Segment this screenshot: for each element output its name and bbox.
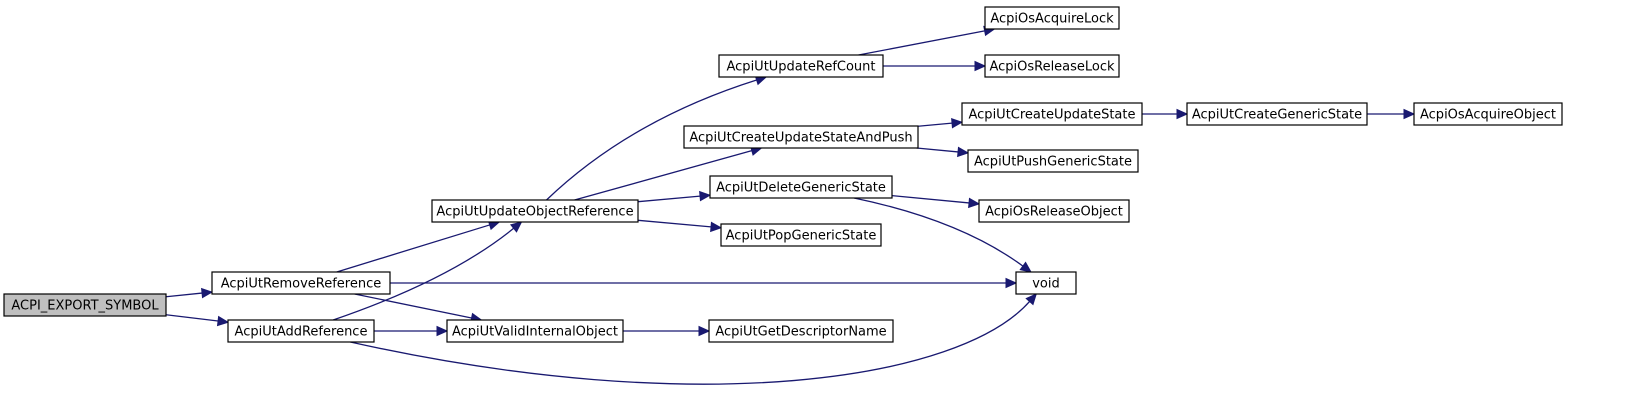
arrowhead bbox=[957, 146, 970, 158]
node-label: AcpiUtGetDescriptorName bbox=[715, 325, 886, 340]
arrowhead bbox=[1005, 277, 1018, 289]
edge-acpi-ut-create-update-state-and-push-to-acpi-ut-push-generic-state bbox=[916, 147, 959, 153]
node-box bbox=[683, 125, 919, 149]
edge-acpi-ut-remove-reference-to-acpi-ut-valid-internal-object bbox=[354, 293, 472, 319]
node-acpi-ut-push-generic-state[interactable]: AcpiUtPushGenericState bbox=[967, 149, 1139, 173]
node-acpi-os-release-object[interactable]: AcpiOsReleaseObject bbox=[978, 199, 1130, 223]
edge-acpi-ut-create-update-state-and-push-to-acpi-ut-create-update-state bbox=[917, 122, 953, 127]
node-box bbox=[1413, 102, 1563, 126]
node-acpi-os-release-lock[interactable]: AcpiOsReleaseLock bbox=[984, 54, 1120, 78]
arrowhead bbox=[1403, 108, 1416, 120]
node-box bbox=[446, 319, 624, 343]
node-box bbox=[720, 223, 882, 247]
node-acpi-ut-valid-internal-object[interactable]: AcpiUtValidInternalObject bbox=[446, 319, 624, 343]
node-label: ACPI_EXPORT_SYMBOL bbox=[11, 299, 159, 314]
node-label: AcpiUtUpdateObjectReference bbox=[436, 205, 633, 220]
node-box bbox=[1186, 102, 1368, 126]
node-box bbox=[709, 175, 893, 199]
node-acpi-ut-remove-reference[interactable]: AcpiUtRemoveReference bbox=[211, 271, 391, 295]
node-box bbox=[227, 319, 375, 343]
node-label: void bbox=[1032, 277, 1060, 292]
node-acpi-os-acquire-object[interactable]: AcpiOsAcquireObject bbox=[1413, 102, 1563, 126]
arrowhead bbox=[1176, 108, 1189, 120]
node-acpi-ut-create-update-state[interactable]: AcpiUtCreateUpdateState bbox=[961, 102, 1143, 126]
node-label: AcpiUtValidInternalObject bbox=[452, 325, 618, 340]
node-box bbox=[984, 54, 1120, 78]
node-box bbox=[984, 6, 1120, 30]
node-box bbox=[3, 293, 167, 317]
edge-acpi-ut-delete-generic-state-to-void bbox=[853, 197, 1024, 267]
node-box bbox=[961, 102, 1143, 126]
node-acpi-export-symbol[interactable]: ACPI_EXPORT_SYMBOL bbox=[3, 293, 167, 317]
arrowhead bbox=[698, 325, 711, 337]
node-label: AcpiUtAddReference bbox=[235, 325, 368, 340]
node-label: AcpiUtUpdateRefCount bbox=[727, 60, 876, 75]
edge-acpi-ut-add-reference-to-acpi-ut-update-object-reference bbox=[332, 227, 515, 321]
edge-acpi-ut-update-object-reference-to-acpi-ut-pop-generic-state bbox=[637, 219, 712, 228]
node-label: AcpiOsReleaseLock bbox=[989, 60, 1115, 75]
edges-layer bbox=[165, 25, 1416, 385]
node-box bbox=[211, 271, 391, 295]
node-label: AcpiOsAcquireObject bbox=[1420, 108, 1556, 123]
arrowhead bbox=[216, 315, 230, 327]
arrowhead bbox=[710, 221, 723, 233]
arrowhead bbox=[509, 221, 523, 233]
node-void[interactable]: void bbox=[1015, 271, 1077, 295]
node-label: AcpiUtRemoveReference bbox=[221, 277, 382, 292]
edge-acpi-ut-update-ref-count-to-acpi-os-acquire-lock bbox=[858, 30, 985, 56]
edge-acpi-ut-update-object-reference-to-acpi-ut-delete-generic-state bbox=[637, 195, 701, 203]
arrowhead bbox=[201, 287, 214, 299]
node-acpi-ut-delete-generic-state[interactable]: AcpiUtDeleteGenericState bbox=[709, 175, 893, 199]
node-label: AcpiUtCreateUpdateState bbox=[969, 108, 1136, 123]
edge-acpi-ut-remove-reference-to-acpi-ut-update-object-reference bbox=[336, 224, 490, 273]
node-label: AcpiUtCreateUpdateStateAndPush bbox=[689, 131, 912, 146]
node-box bbox=[967, 149, 1139, 173]
node-acpi-os-acquire-lock[interactable]: AcpiOsAcquireLock bbox=[984, 6, 1120, 30]
edge-acpi-export-symbol-to-acpi-ut-add-reference bbox=[165, 314, 219, 322]
edge-acpi-ut-update-object-reference-to-acpi-ut-update-ref-count bbox=[546, 79, 757, 201]
node-acpi-ut-get-descriptor-name[interactable]: AcpiUtGetDescriptorName bbox=[708, 319, 894, 343]
edge-acpi-export-symbol-to-acpi-ut-remove-reference bbox=[165, 292, 203, 298]
node-acpi-ut-add-reference[interactable]: AcpiUtAddReference bbox=[227, 319, 375, 343]
node-box bbox=[708, 319, 894, 343]
node-acpi-ut-create-generic-state[interactable]: AcpiUtCreateGenericState bbox=[1186, 102, 1368, 126]
node-box bbox=[978, 199, 1130, 223]
node-label: AcpiUtPopGenericState bbox=[726, 229, 877, 244]
edge-acpi-ut-delete-generic-state-to-acpi-os-release-object bbox=[891, 194, 970, 204]
arrowhead bbox=[974, 60, 987, 72]
arrowhead bbox=[1025, 293, 1038, 306]
arrowhead bbox=[436, 325, 449, 337]
node-acpi-ut-update-ref-count[interactable]: AcpiUtUpdateRefCount bbox=[718, 54, 884, 78]
arrowhead bbox=[968, 197, 981, 209]
arrowhead bbox=[951, 117, 964, 129]
node-acpi-ut-pop-generic-state[interactable]: AcpiUtPopGenericState bbox=[720, 223, 882, 247]
arrowhead bbox=[699, 190, 712, 202]
node-box bbox=[431, 199, 639, 223]
node-label: AcpiUtDeleteGenericState bbox=[716, 181, 886, 196]
node-label: AcpiOsReleaseObject bbox=[985, 205, 1123, 220]
node-label: AcpiOsAcquireLock bbox=[990, 12, 1114, 27]
node-label: AcpiUtCreateGenericState bbox=[1192, 108, 1362, 123]
arrowhead bbox=[1019, 261, 1032, 273]
node-acpi-ut-update-object-reference[interactable]: AcpiUtUpdateObjectReference bbox=[431, 199, 639, 223]
node-label: AcpiUtPushGenericState bbox=[974, 155, 1132, 170]
node-box bbox=[1015, 271, 1077, 295]
nodes-layer: ACPI_EXPORT_SYMBOLAcpiUtRemoveReferenceA… bbox=[3, 6, 1563, 343]
edge-acpi-ut-add-reference-to-void bbox=[350, 301, 1031, 385]
node-acpi-ut-create-update-state-and-push[interactable]: AcpiUtCreateUpdateStateAndPush bbox=[683, 125, 919, 149]
node-box bbox=[718, 54, 884, 78]
edge-acpi-ut-update-object-reference-to-acpi-ut-create-update-state-and-push bbox=[574, 150, 752, 201]
